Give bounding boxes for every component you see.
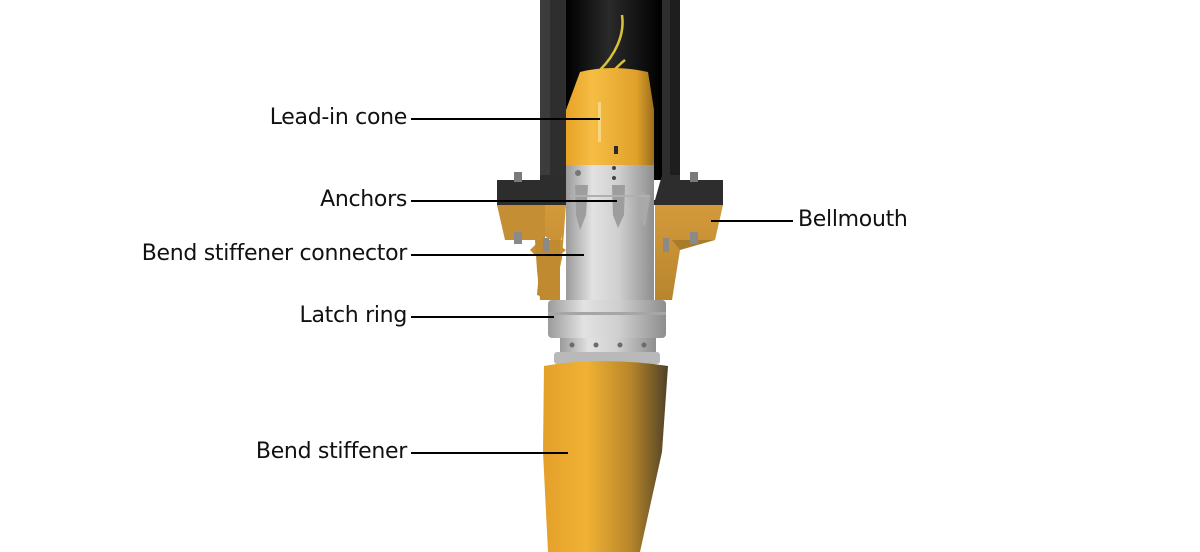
leader-line-lead-in-cone bbox=[411, 118, 600, 120]
leader-line-anchors bbox=[411, 200, 617, 202]
bend-stiffener-connector bbox=[566, 165, 654, 300]
leader-line-bend-stiffener-connector bbox=[411, 254, 584, 256]
label-bend-stiffener: Bend stiffener bbox=[255, 439, 407, 464]
label-bellmouth: Bellmouth bbox=[798, 207, 908, 232]
leader-line-bellmouth bbox=[711, 220, 793, 222]
leader-line-bend-stiffener bbox=[411, 452, 568, 454]
latch-ring bbox=[548, 300, 666, 364]
label-bend-stiffener-connector: Bend stiffener connector bbox=[141, 241, 408, 266]
lead-in-cone bbox=[566, 68, 654, 170]
label-anchors: Anchors bbox=[320, 187, 407, 212]
label-lead-in-cone: Lead-in cone bbox=[269, 105, 408, 130]
label-latch-ring: Latch ring bbox=[299, 303, 408, 328]
bend-stiffener bbox=[543, 361, 668, 552]
leader-line-latch-ring bbox=[411, 316, 554, 318]
